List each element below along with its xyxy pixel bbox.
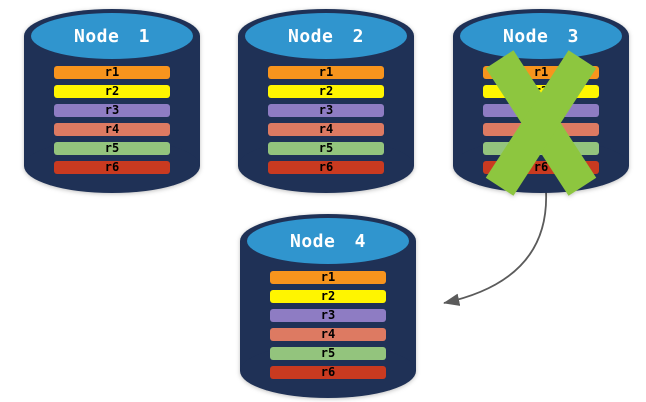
node-title: Node 1 [73,25,151,47]
replica-row: r3 [270,309,386,322]
replica-row: r5 [270,347,386,360]
db-node-3: Node 3 r1 r2 r3 r4 r5 r6 [453,9,629,196]
replica-row: r5 [268,142,384,155]
db-node-4: Node 4 r1 r2 r3 r4 r5 r6 [240,214,416,398]
replica-row: r3 [54,104,170,117]
node-title: Node 2 [287,25,365,47]
cylinder-top-face: Node 4 [247,218,409,264]
replica-row: r1 [54,66,170,79]
replica-row: r4 [483,123,599,136]
replica-row: r2 [483,85,599,98]
replica-row: r2 [270,290,386,303]
node-title: Node 4 [289,230,367,252]
replica-rows: r1 r2 r3 r4 r5 r6 [268,66,384,174]
replica-row: r6 [54,161,170,174]
arrow-curve [443,190,547,306]
db-node-1: Node 1 r1 r2 r3 r4 r5 r6 [24,9,200,193]
replica-row: r1 [268,66,384,79]
replica-row: r2 [54,85,170,98]
replica-row: r2 [268,85,384,98]
replica-row: r5 [54,142,170,155]
cylinder-top-face: Node 1 [31,13,193,59]
replica-row: r6 [483,161,599,174]
cylinder-top-face: Node 2 [245,13,407,59]
replica-row: r1 [483,66,599,79]
replica-row: r4 [54,123,170,136]
node-title: Node 3 [502,25,580,47]
replica-row: r6 [268,161,384,174]
replica-row: r1 [270,271,386,284]
db-node-2: Node 2 r1 r2 r3 r4 r5 r6 [238,9,414,193]
replica-rows: r1 r2 r3 r4 r5 r6 [270,271,386,379]
replica-row: r6 [270,366,386,379]
replica-row: r3 [268,104,384,117]
replica-row: r3 [483,104,599,117]
replica-row: r4 [270,328,386,341]
replica-row: r4 [268,123,384,136]
replica-rows: r1 r2 r3 r4 r5 r6 [54,66,170,174]
cylinder-top-face: Node 3 [460,13,622,59]
replica-row: r5 [483,142,599,155]
replica-rows: r1 r2 r3 r4 r5 r6 [483,66,599,174]
